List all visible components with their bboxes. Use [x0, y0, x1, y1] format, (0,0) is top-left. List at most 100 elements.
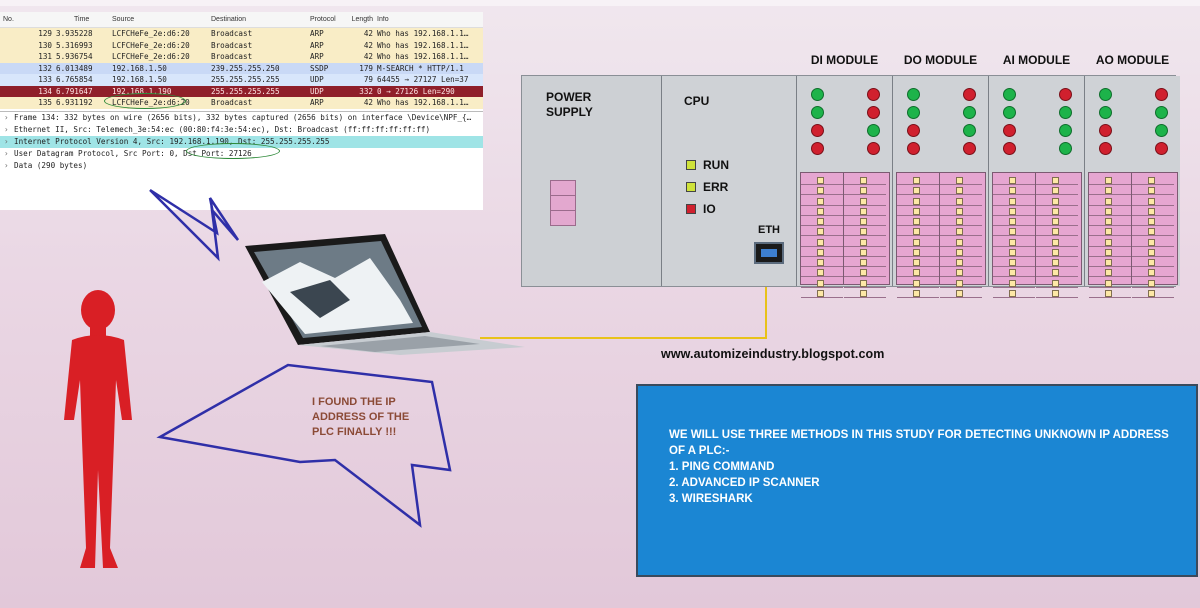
- terminal-slot: [1089, 279, 1131, 288]
- terminal-block: [992, 172, 1082, 298]
- expand-arrow-icon[interactable]: ›: [4, 136, 9, 146]
- expand-arrow-icon[interactable]: ›: [4, 148, 9, 158]
- green-status-led: [1059, 124, 1072, 137]
- terminal-slot: [1089, 176, 1131, 185]
- website-url[interactable]: www.automizeindustry.blogspot.com: [661, 347, 885, 361]
- terminal-block: [1088, 172, 1178, 298]
- terminal-slot: [940, 176, 982, 185]
- detail-text: Frame 134: 332 bytes on wire (2656 bits)…: [14, 112, 472, 122]
- packet-length: 42: [363, 40, 373, 50]
- err-led: ERR: [686, 180, 728, 194]
- packet-destination: Broadcast: [211, 40, 253, 50]
- info-text: WE WILL USE THREE METHODS IN THIS STUDY …: [669, 427, 1179, 507]
- col-protocol[interactable]: Protocol: [310, 16, 336, 23]
- terminal-slot: [897, 176, 939, 185]
- green-status-led: [907, 88, 920, 101]
- packet-protocol: ARP: [310, 52, 324, 62]
- terminal-block: [800, 172, 890, 298]
- col-source[interactable]: Source: [112, 16, 135, 23]
- terminal-slot: [1036, 268, 1078, 278]
- green-status-led: [1003, 106, 1016, 119]
- red-status-led: [963, 88, 976, 101]
- detail-text: Ethernet II, Src: Telemech_3e:54:ec (00:…: [14, 124, 431, 134]
- red-status-led: [1155, 88, 1168, 101]
- led-square-icon: [686, 204, 696, 214]
- ethernet-cable: [480, 268, 767, 339]
- packet-row[interactable]: 129 3.935228 LCFCHeFe_2e:d6:20 Broadcast…: [0, 28, 483, 40]
- detail-text: User Datagram Protocol, Src Port: 0, Dst…: [14, 148, 252, 158]
- packet-no: 129: [38, 29, 52, 39]
- packet-row-selected[interactable]: 134 6.791647 192.168.1.190 255.255.255.2…: [0, 85, 483, 97]
- packet-info: 0 → 27126 Len=290: [377, 86, 455, 96]
- terminal-slot: [844, 227, 886, 237]
- terminal-slot: [1036, 279, 1078, 288]
- terminal-slot: [940, 248, 982, 257]
- detail-data[interactable]: › Data (290 bytes): [0, 160, 483, 172]
- packet-no: 133: [38, 75, 52, 85]
- terminal-slot: [1036, 217, 1078, 226]
- packet-no: 130: [38, 40, 52, 50]
- terminal-slot: [801, 258, 843, 267]
- terminal-slot: [940, 197, 982, 206]
- terminal-slot: [801, 248, 843, 257]
- terminal-slot: [801, 186, 843, 196]
- terminal-slot: [801, 289, 843, 298]
- ethernet-port-icon[interactable]: [754, 242, 784, 264]
- packet-source: 192.168.1.50: [112, 63, 167, 73]
- terminal-slot: [897, 289, 939, 298]
- detail-udp[interactable]: › User Datagram Protocol, Src Port: 0, Ds…: [0, 148, 483, 160]
- packet-row[interactable]: 133 6.765854 192.168.1.50 255.255.255.25…: [0, 74, 483, 86]
- packet-length: 79: [363, 75, 373, 85]
- red-status-led: [1099, 142, 1112, 155]
- expand-arrow-icon[interactable]: ›: [4, 124, 9, 134]
- col-time[interactable]: Time: [74, 16, 90, 23]
- terminal-slot: [1089, 268, 1131, 278]
- packet-length: 332: [359, 86, 373, 96]
- terminal-slot: [940, 217, 982, 226]
- packet-row[interactable]: 130 5.316993 LCFCHeFe_2e:d6:20 Broadcast…: [0, 39, 483, 51]
- ao-module: AO MODULE: [1085, 53, 1180, 298]
- packet-no: 135: [38, 98, 52, 108]
- terminal-slot: [1036, 258, 1078, 267]
- terminal-slot: [940, 186, 982, 196]
- green-status-led: [1155, 106, 1168, 119]
- packet-protocol: SSDP: [310, 63, 329, 73]
- col-destination[interactable]: Destination: [211, 16, 247, 23]
- red-status-led: [1099, 124, 1112, 137]
- terminal-slot: [844, 258, 886, 267]
- col-length[interactable]: Length: [351, 16, 373, 23]
- cpu-label: CPU: [684, 94, 710, 108]
- detail-ethernet[interactable]: › Ethernet II, Src: Telemech_3e:54:ec (00…: [0, 124, 483, 136]
- expand-arrow-icon[interactable]: ›: [4, 112, 9, 122]
- io-led: IO: [686, 202, 716, 216]
- terminal-slot: [801, 279, 843, 288]
- detail-frame[interactable]: › Frame 134: 332 bytes on wire (2656 bits…: [0, 112, 483, 124]
- packet-info: Who has 192.168.1.1…: [377, 98, 469, 108]
- packet-row[interactable]: 132 6.013489 192.168.1.50 239.255.255.25…: [0, 62, 483, 74]
- detail-text: Data (290 bytes): [14, 160, 88, 170]
- col-no[interactable]: No.: [3, 16, 14, 23]
- module-title: AI MODULE: [1002, 53, 1071, 67]
- ps-indicator: [550, 210, 576, 226]
- detail-ipv4[interactable]: ›Internet Protocol Version 4, Src: 192.1…: [0, 135, 483, 148]
- terminal-slot: [1132, 238, 1174, 247]
- packet-details-pane: › Frame 134: 332 bytes on wire (2656 bits…: [0, 110, 483, 172]
- terminal-slot: [1089, 248, 1131, 257]
- terminal-slot: [1036, 238, 1078, 247]
- packet-time: 5.316993: [56, 40, 93, 50]
- terminal-slot: [844, 289, 886, 298]
- packet-row[interactable]: 131 5.936754 LCFCHeFe_2e:d6:20 Broadcast…: [0, 51, 483, 63]
- terminal-slot: [897, 207, 939, 216]
- red-status-led: [867, 142, 880, 155]
- packet-length: 42: [363, 52, 373, 62]
- terminal-slot: [897, 258, 939, 267]
- terminal-slot: [1132, 176, 1174, 185]
- col-info[interactable]: Info: [377, 16, 389, 23]
- terminal-slot: [993, 207, 1035, 216]
- terminal-slot: [1089, 217, 1131, 226]
- lightning-bolt-icon: [149, 188, 240, 262]
- terminal-slot: [993, 197, 1035, 206]
- terminal-slot: [1089, 289, 1131, 298]
- expand-arrow-icon[interactable]: ›: [4, 160, 9, 170]
